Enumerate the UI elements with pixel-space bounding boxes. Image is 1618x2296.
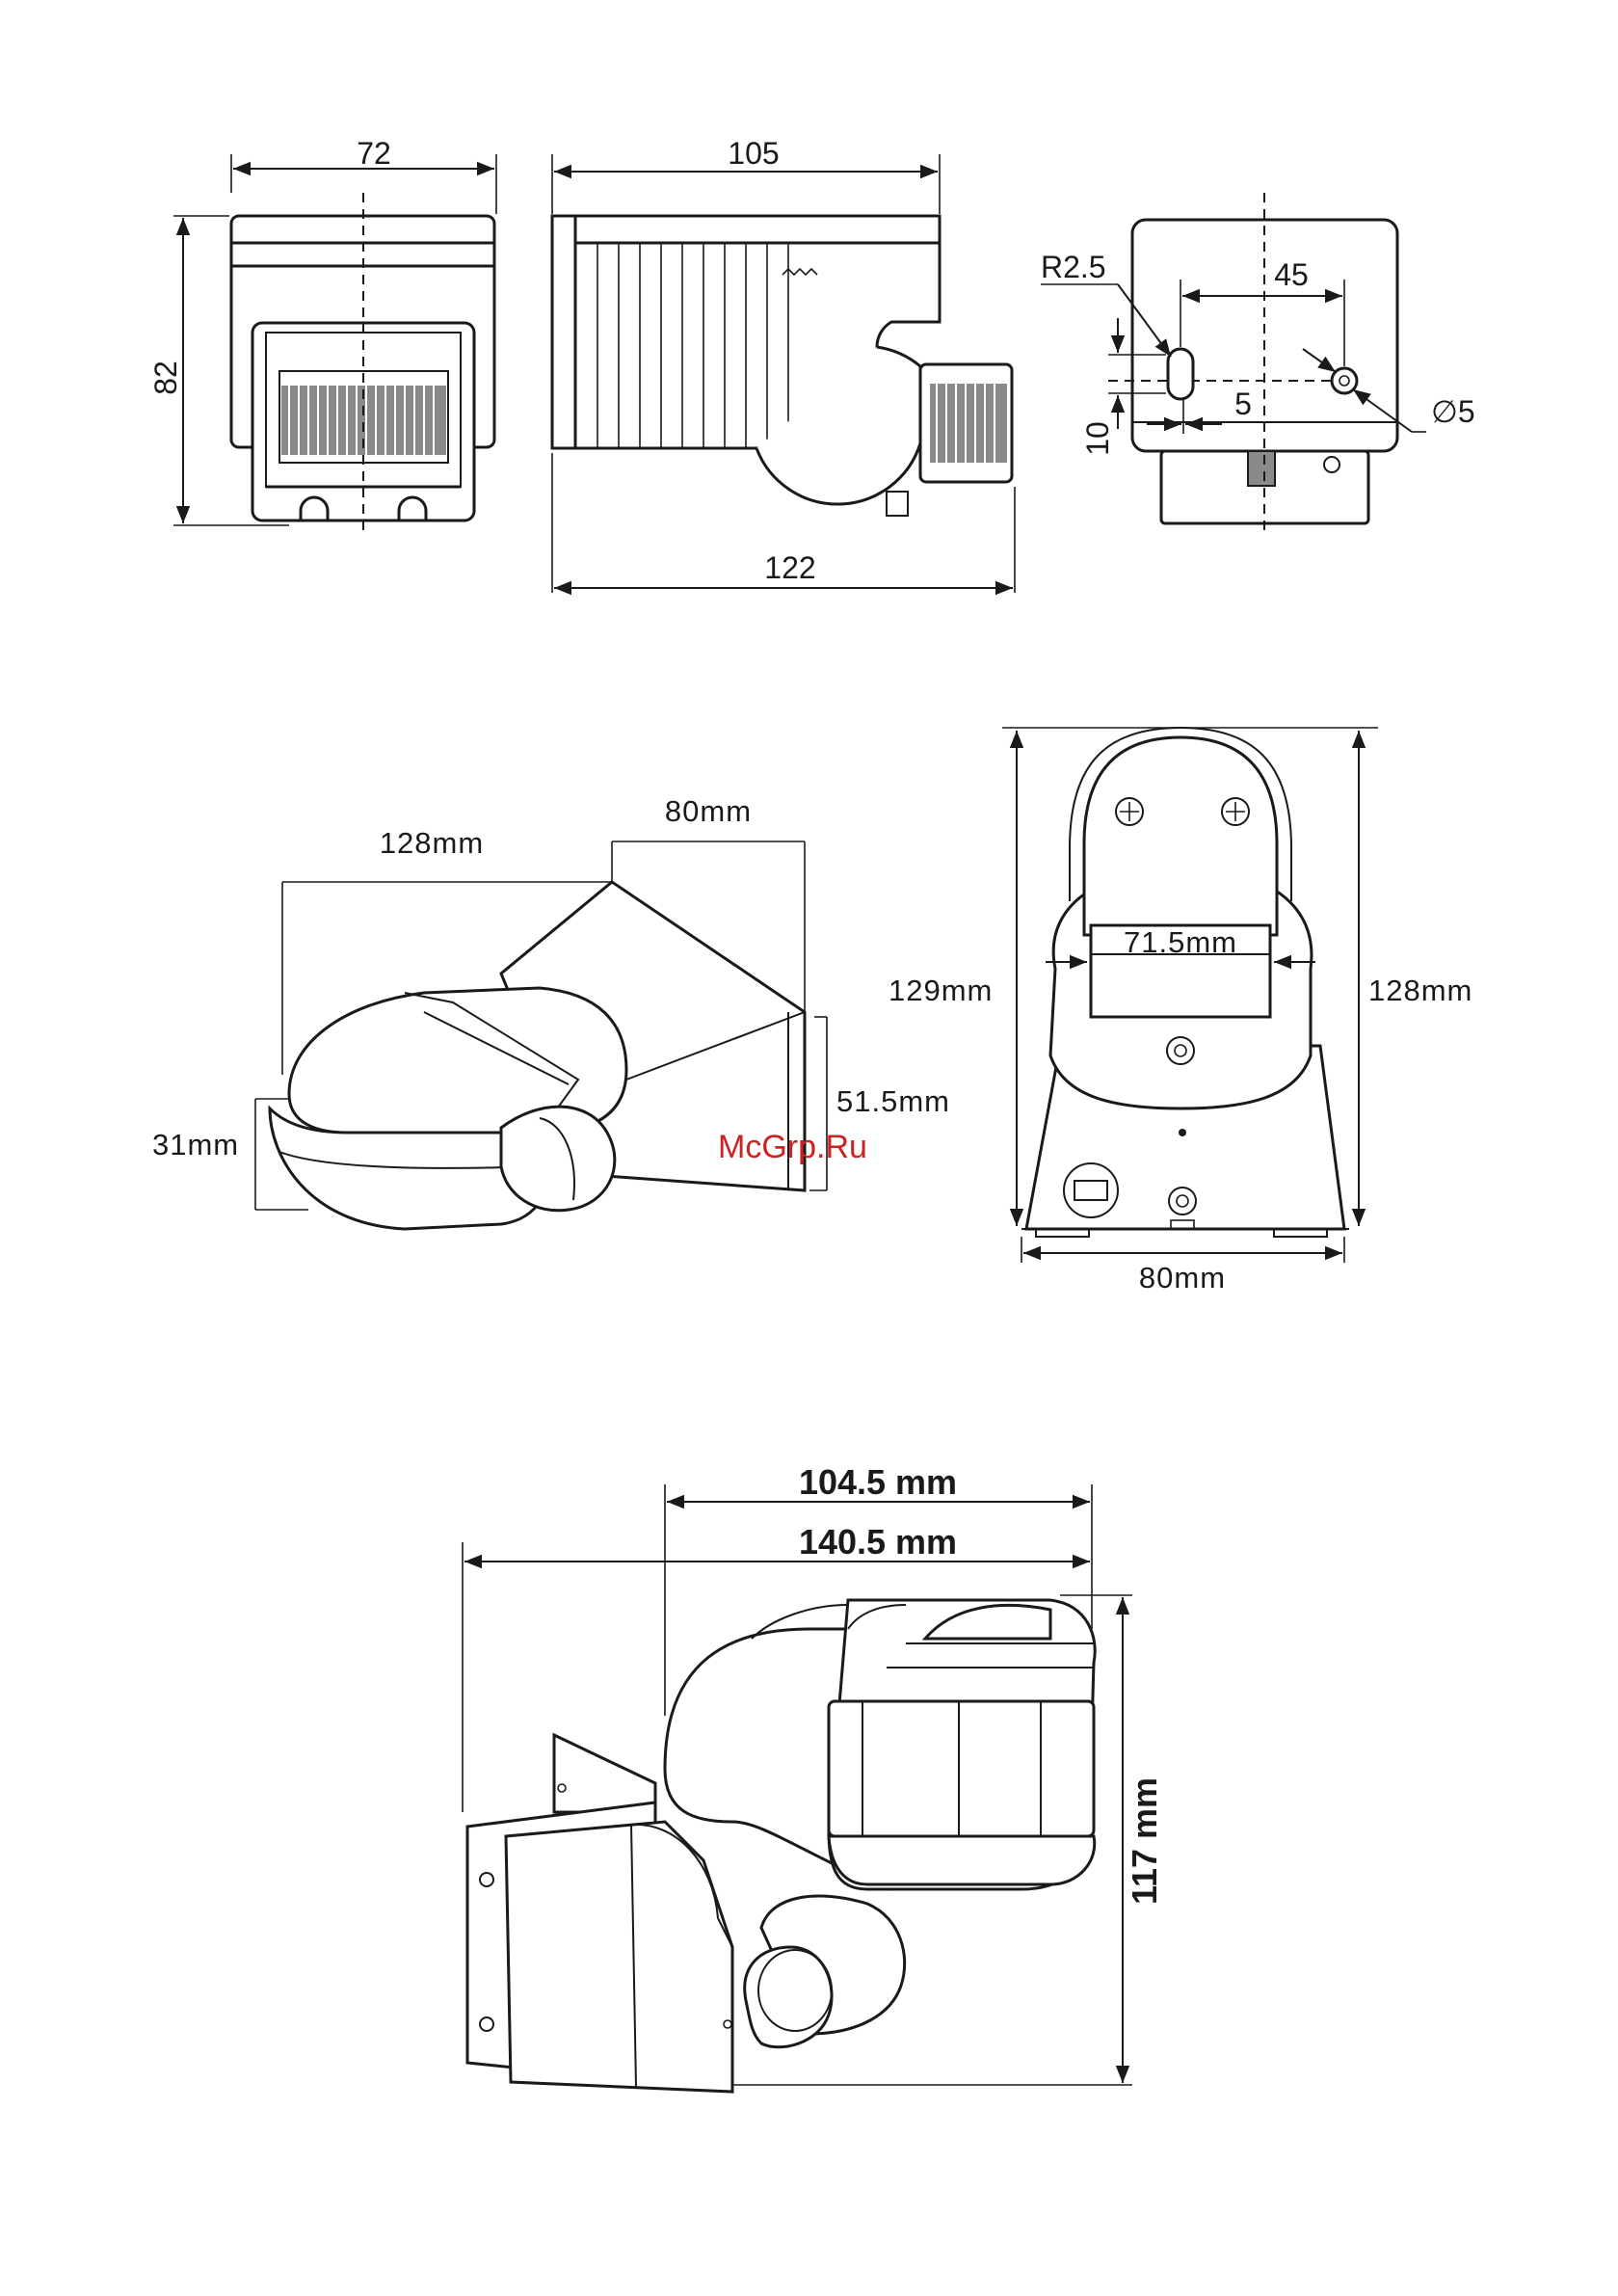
watermark: McGrp.Ru: [718, 1129, 867, 1165]
side-bottom-width-label: 122: [764, 550, 815, 585]
back-view-drawing: R2.5 45 5 10 ∅5: [1041, 193, 1475, 532]
perspective-height-label: 51.5mm: [836, 1084, 950, 1118]
front-inner-width-label: 71.5mm: [1124, 925, 1237, 959]
mounting-screw: [1116, 798, 1143, 825]
perspective-length-label: 128mm: [380, 826, 484, 860]
middle-front-view-drawing: 71.5mm 129mm 128mm 80mm: [889, 728, 1472, 1295]
front-right-height-label: 128mm: [1368, 974, 1472, 1007]
bottom-top-width-label: 104.5 mm: [799, 1462, 957, 1502]
side-view-drawing: 105 122: [552, 136, 1015, 593]
perspective-sensor-label: 31mm: [152, 1128, 239, 1161]
front-base-width-label: 80mm: [1139, 1261, 1226, 1295]
back-hole-label: ∅5: [1431, 394, 1475, 429]
back-radius-label: R2.5: [1041, 250, 1106, 284]
bottom-height-label: 117 mm: [1125, 1777, 1164, 1905]
front-width-label: 72: [357, 136, 391, 171]
front-view-drawing: 72 82: [148, 136, 496, 535]
bottom-perspective-drawing: 104.5 mm 140.5 mm 117 mm: [463, 1462, 1164, 2092]
mounting-screw: [1222, 798, 1249, 825]
front-height-label: 82: [148, 360, 183, 395]
front-left-height-label: 129mm: [889, 974, 993, 1007]
back-span-label: 45: [1274, 257, 1309, 292]
back-vertical-label: 10: [1080, 421, 1115, 456]
side-top-width-label: 105: [728, 136, 779, 171]
back-offset-label: 5: [1234, 387, 1252, 421]
bottom-total-width-label: 140.5 mm: [799, 1522, 957, 1562]
perspective-top-label: 80mm: [665, 794, 752, 828]
